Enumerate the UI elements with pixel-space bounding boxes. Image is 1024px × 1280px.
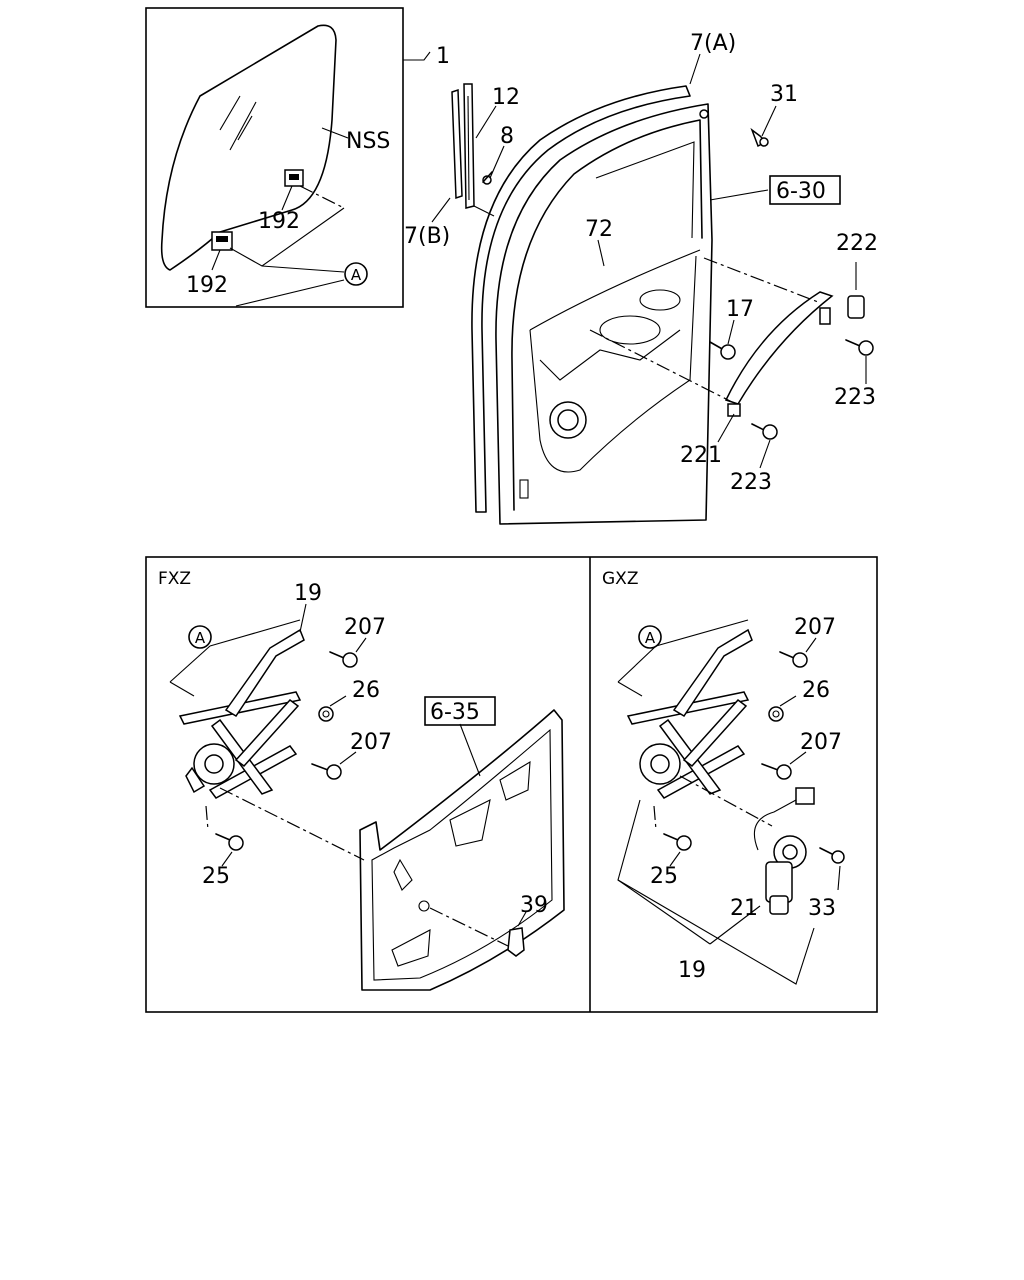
gxz-section-title: GXZ — [602, 569, 638, 589]
door-glass — [160, 24, 337, 271]
gxz-callout-207-lower: 207 — [800, 730, 842, 755]
fxz-callout-6-35: 6-35 — [430, 700, 480, 725]
screw-223-upper — [845, 339, 874, 356]
door-leaders — [431, 53, 867, 469]
fxz-leaders — [169, 603, 527, 947]
callout-1: 1 — [436, 44, 450, 69]
fxz-callout-6-35-box — [424, 696, 496, 726]
callout-A-top: A — [351, 266, 362, 284]
gxz-callout-207-upper: 207 — [794, 615, 836, 640]
callout-A-top-circle — [344, 262, 368, 286]
fxz-section-title: FXZ — [158, 569, 191, 589]
gxz-bolt-207-lower — [761, 763, 792, 780]
gxz-callout-A-circle — [638, 625, 662, 649]
fxz-trim-panel-6-35 — [359, 709, 565, 991]
callout-223-upper: 223 — [834, 385, 876, 410]
fxz-nut-26 — [318, 706, 334, 722]
gxz-bolt-25 — [663, 833, 692, 851]
door-weatherstrip-7A — [471, 85, 691, 513]
gxz-callout-26: 26 — [802, 678, 830, 703]
callout-31: 31 — [770, 82, 798, 107]
bolt-17 — [709, 341, 736, 360]
callout-192-upper: 192 — [258, 209, 300, 234]
gxz-nut-26 — [768, 706, 784, 722]
clip-31 — [750, 127, 769, 148]
callout-6-30: 6-30 — [776, 179, 826, 204]
fxz-callout-207-lower: 207 — [350, 730, 392, 755]
callout-222: 222 — [836, 231, 878, 256]
gxz-callout-33: 33 — [808, 896, 836, 921]
fxz-callout-A: A — [195, 629, 206, 647]
screw-223-lower — [751, 423, 778, 440]
callout-72: 72 — [585, 217, 613, 242]
callout-7B: 7(B) — [404, 224, 450, 249]
regulator-frames — [145, 556, 878, 1013]
gxz-screw-33 — [819, 847, 845, 864]
fxz-bolt-207-lower — [311, 763, 342, 780]
screw-8 — [482, 171, 493, 185]
fxz-bolt-25 — [215, 833, 244, 851]
fxz-callout-19: 19 — [294, 581, 322, 606]
callout-6-30-box — [769, 175, 841, 205]
fxz-handle-39 — [507, 927, 525, 957]
moulding-221 — [724, 291, 834, 417]
gxz-callout-A: A — [645, 629, 656, 647]
fxz-callout-39: 39 — [520, 893, 548, 918]
door-frame-6-30 — [495, 103, 713, 525]
callout-8: 8 — [500, 124, 514, 149]
callout-192-lower: 192 — [186, 273, 228, 298]
callout-7A: 7(A) — [690, 31, 736, 56]
fxz-callout-25: 25 — [202, 864, 230, 889]
callout-nss: NSS — [346, 129, 390, 154]
glass-bracket-192-upper — [284, 169, 304, 187]
glass-inset-frame — [145, 7, 404, 308]
glass-run-channel-7B — [451, 88, 463, 200]
inset-leaders — [211, 51, 431, 307]
callout-223-lower: 223 — [730, 470, 772, 495]
cap-222 — [847, 295, 865, 319]
fxz-callout-26: 26 — [352, 678, 380, 703]
callout-221: 221 — [680, 443, 722, 468]
callout-12: 12 — [492, 85, 520, 110]
inner-panel-72 — [519, 255, 697, 499]
fxz-callout-A-circle — [188, 625, 212, 649]
gxz-window-regulator-19 — [626, 628, 753, 799]
run-channel-12 — [463, 83, 495, 217]
fxz-bolt-207-upper — [329, 651, 358, 668]
gxz-motor-21 — [753, 787, 815, 915]
fxz-callout-207-upper: 207 — [344, 615, 386, 640]
gxz-leaders — [617, 619, 841, 985]
glass-bracket-192-lower — [211, 231, 233, 251]
gxz-bolt-207-upper — [779, 651, 808, 668]
callout-17: 17 — [726, 297, 754, 322]
gxz-callout-21: 21 — [730, 896, 758, 921]
gxz-callout-19: 19 — [678, 958, 706, 983]
gxz-callout-25: 25 — [650, 864, 678, 889]
fxz-window-regulator-19 — [178, 628, 305, 799]
